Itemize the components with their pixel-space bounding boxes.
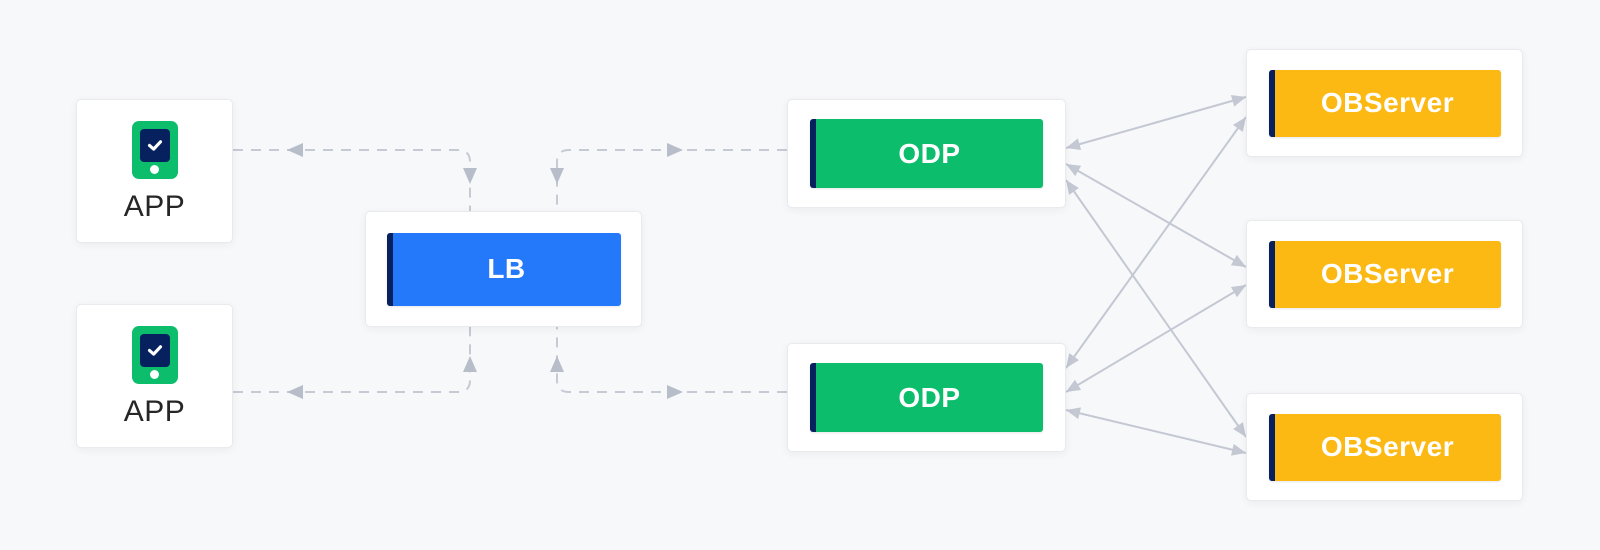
observer-bar: OBServer	[1268, 240, 1501, 308]
arrowhead-into-lb-bottom-right	[550, 356, 564, 372]
edge-app-top-lb	[233, 149, 471, 211]
node-label: LB	[487, 253, 526, 284]
edge-odp-bottom-observer-top	[1065, 116, 1247, 369]
tablet-screen	[139, 128, 170, 162]
check-icon	[147, 345, 162, 356]
node-label: OBServer	[1320, 258, 1455, 289]
arrowhead-to-odp-top	[667, 143, 683, 157]
node-label: APP	[123, 189, 186, 223]
arrowhead-into-lb-top-left	[463, 168, 477, 184]
edge-odp-top-observer-middle	[1065, 163, 1247, 268]
node-app-bottom: APP	[76, 304, 233, 448]
arrowhead-into-lb-top-right	[550, 168, 564, 184]
node-label: APP	[123, 394, 186, 428]
edge-odp-top-observer-top	[1065, 95, 1247, 150]
home-button-dot	[150, 369, 159, 379]
node-odp-bottom: ODP	[787, 343, 1066, 452]
node-app-top: APP	[76, 99, 233, 243]
node-lb: LB	[365, 211, 642, 327]
node-observer-bottom: OBServer	[1246, 393, 1523, 501]
tablet-check-icon	[131, 325, 178, 384]
home-button-dot	[150, 164, 159, 174]
observer-bar: OBServer	[1268, 69, 1501, 137]
node-label: ODP	[898, 381, 961, 413]
edge-lb-odp-bottom	[556, 327, 787, 393]
node-odp-top: ODP	[787, 99, 1066, 208]
check-icon	[147, 140, 162, 151]
node-label: OBServer	[1320, 87, 1455, 118]
tablet-check-icon	[131, 120, 178, 179]
arrowhead-to-app-top	[287, 143, 303, 157]
lb-bar: LB	[386, 232, 621, 306]
edge-app-bottom-lb	[233, 327, 471, 393]
arrowhead-into-lb-bottom-left	[463, 356, 477, 372]
odp-bar: ODP	[810, 119, 1043, 188]
odp-bar: ODP	[810, 363, 1043, 432]
node-label: ODP	[898, 137, 961, 169]
edge-lb-odp-top	[556, 149, 787, 211]
edge-odp-top-observer-bottom	[1065, 179, 1247, 438]
tablet-screen	[139, 333, 170, 367]
arrowhead-to-odp-bottom	[667, 385, 683, 399]
node-observer-middle: OBServer	[1246, 220, 1523, 328]
node-label: OBServer	[1320, 431, 1455, 462]
node-observer-top: OBServer	[1246, 49, 1523, 157]
arrowhead-to-app-bottom	[287, 385, 303, 399]
edge-odp-bottom-observer-middle	[1065, 284, 1247, 393]
edge-odp-bottom-observer-bottom	[1065, 407, 1247, 456]
observer-bar: OBServer	[1268, 413, 1501, 481]
